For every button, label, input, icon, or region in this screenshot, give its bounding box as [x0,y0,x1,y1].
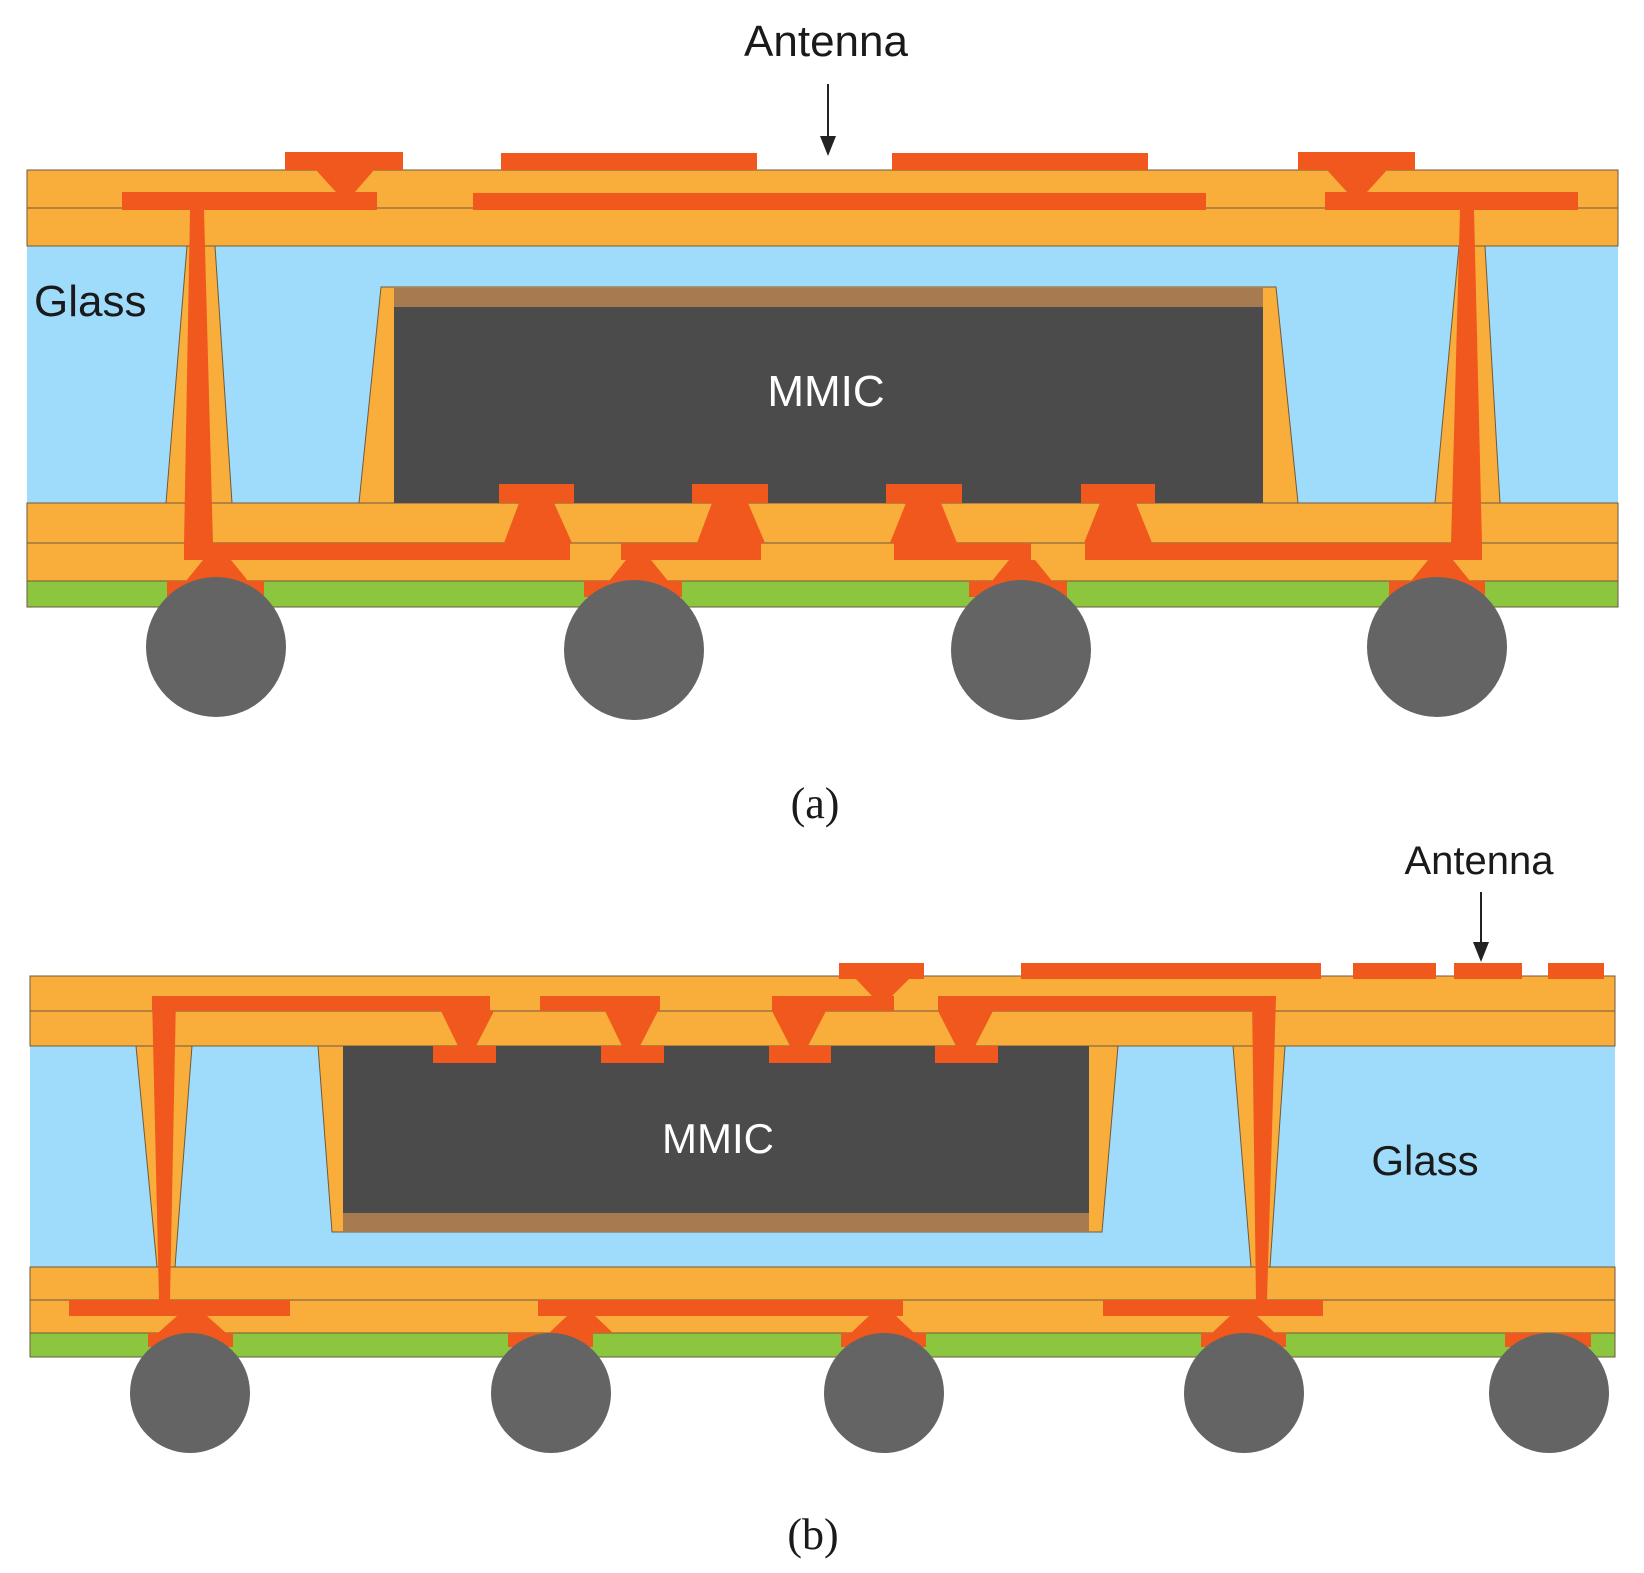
microvia [1212,1316,1275,1333]
mmic-label: MMIC [662,1115,774,1162]
microvia [158,1316,226,1333]
figure-caption: (b) [787,1510,838,1559]
glass-label: Glass [1371,1137,1478,1184]
microvia [856,979,909,996]
antenna-arrow-head [1473,942,1489,962]
mmic-pad [499,484,574,503]
through-glass-via [1252,996,1276,1300]
ground-plane [473,193,1206,210]
redistribution-trace [184,543,570,560]
ground-plane [1021,963,1321,979]
bottom-dielectric-1 [26,502,1619,544]
glass-label: Glass [34,277,146,326]
via-pad-top-left [285,152,403,170]
redistribution-trace [538,1300,903,1316]
through-glass-via [184,210,213,545]
solder-ball [951,580,1091,720]
mmic-die [394,307,1263,503]
antenna-patch [1548,963,1604,979]
solder-ball [824,1333,944,1453]
antenna-patch [892,153,1148,170]
solder-ball [1489,1333,1609,1453]
microvia [697,503,765,543]
microvia [890,503,957,543]
antenna-arrow-head [820,136,836,156]
through-glass-via [152,996,176,1300]
solder-ball [1367,577,1507,717]
mmic-pad [433,1046,496,1063]
microvia [186,560,248,581]
microvia [1084,503,1152,543]
mmic-pad [601,1046,664,1063]
microvia [938,1011,993,1046]
redistribution-trace [894,543,1031,560]
die-attach [394,288,1263,307]
mmic-die [343,1046,1089,1213]
microvia [609,560,668,581]
microvia [1411,560,1470,581]
figure-caption: (a) [791,779,840,828]
mmic-pad [1081,484,1155,503]
trace [122,192,377,210]
via-pad-top [839,963,924,979]
top-dielectric-2 [26,207,1619,247]
bottom-dielectric-1 [29,1266,1616,1301]
redistribution-trace [1085,543,1482,560]
solder-mask [26,580,1619,608]
microvia [316,170,374,192]
die-attach [343,1213,1089,1232]
redistribution-trace [621,543,761,560]
microvia [605,1011,658,1046]
figure-a: Antenna Glass MMIC (a) [26,17,1619,828]
solder-ball [130,1333,250,1453]
microvia [441,1011,494,1046]
trace [938,996,1274,1011]
antenna-patch [1454,963,1522,979]
microvia [992,560,1052,581]
mmic-pad [692,484,768,503]
redistribution-trace [69,1300,290,1316]
trace [152,996,490,1011]
antenna-label: Antenna [1404,839,1554,883]
solder-ball [491,1333,611,1453]
through-glass-via [1451,210,1482,545]
microvia [504,503,572,543]
microvia [851,1316,914,1333]
redistribution-trace [1103,1300,1323,1316]
trace [540,996,660,1011]
mmic-pad [935,1046,998,1063]
mmic-pad [769,1046,831,1063]
mmic-pad [886,484,962,503]
antenna-patch [1353,963,1436,979]
solder-ball [146,577,286,717]
microvia [772,1011,826,1046]
mmic-label: MMIC [767,367,884,416]
solder-mask [29,1332,1616,1358]
trace [1325,192,1578,210]
via-pad-top-right [1298,152,1415,170]
microvia [549,1316,613,1333]
figure-b: Antenna Glass MMIC (b) [29,839,1616,1559]
microvia [1327,170,1387,192]
trace [772,996,894,1011]
antenna-label: Antenna [744,17,908,66]
antenna-patch [501,153,757,170]
solder-ball [564,580,704,720]
solder-ball [1184,1333,1304,1453]
